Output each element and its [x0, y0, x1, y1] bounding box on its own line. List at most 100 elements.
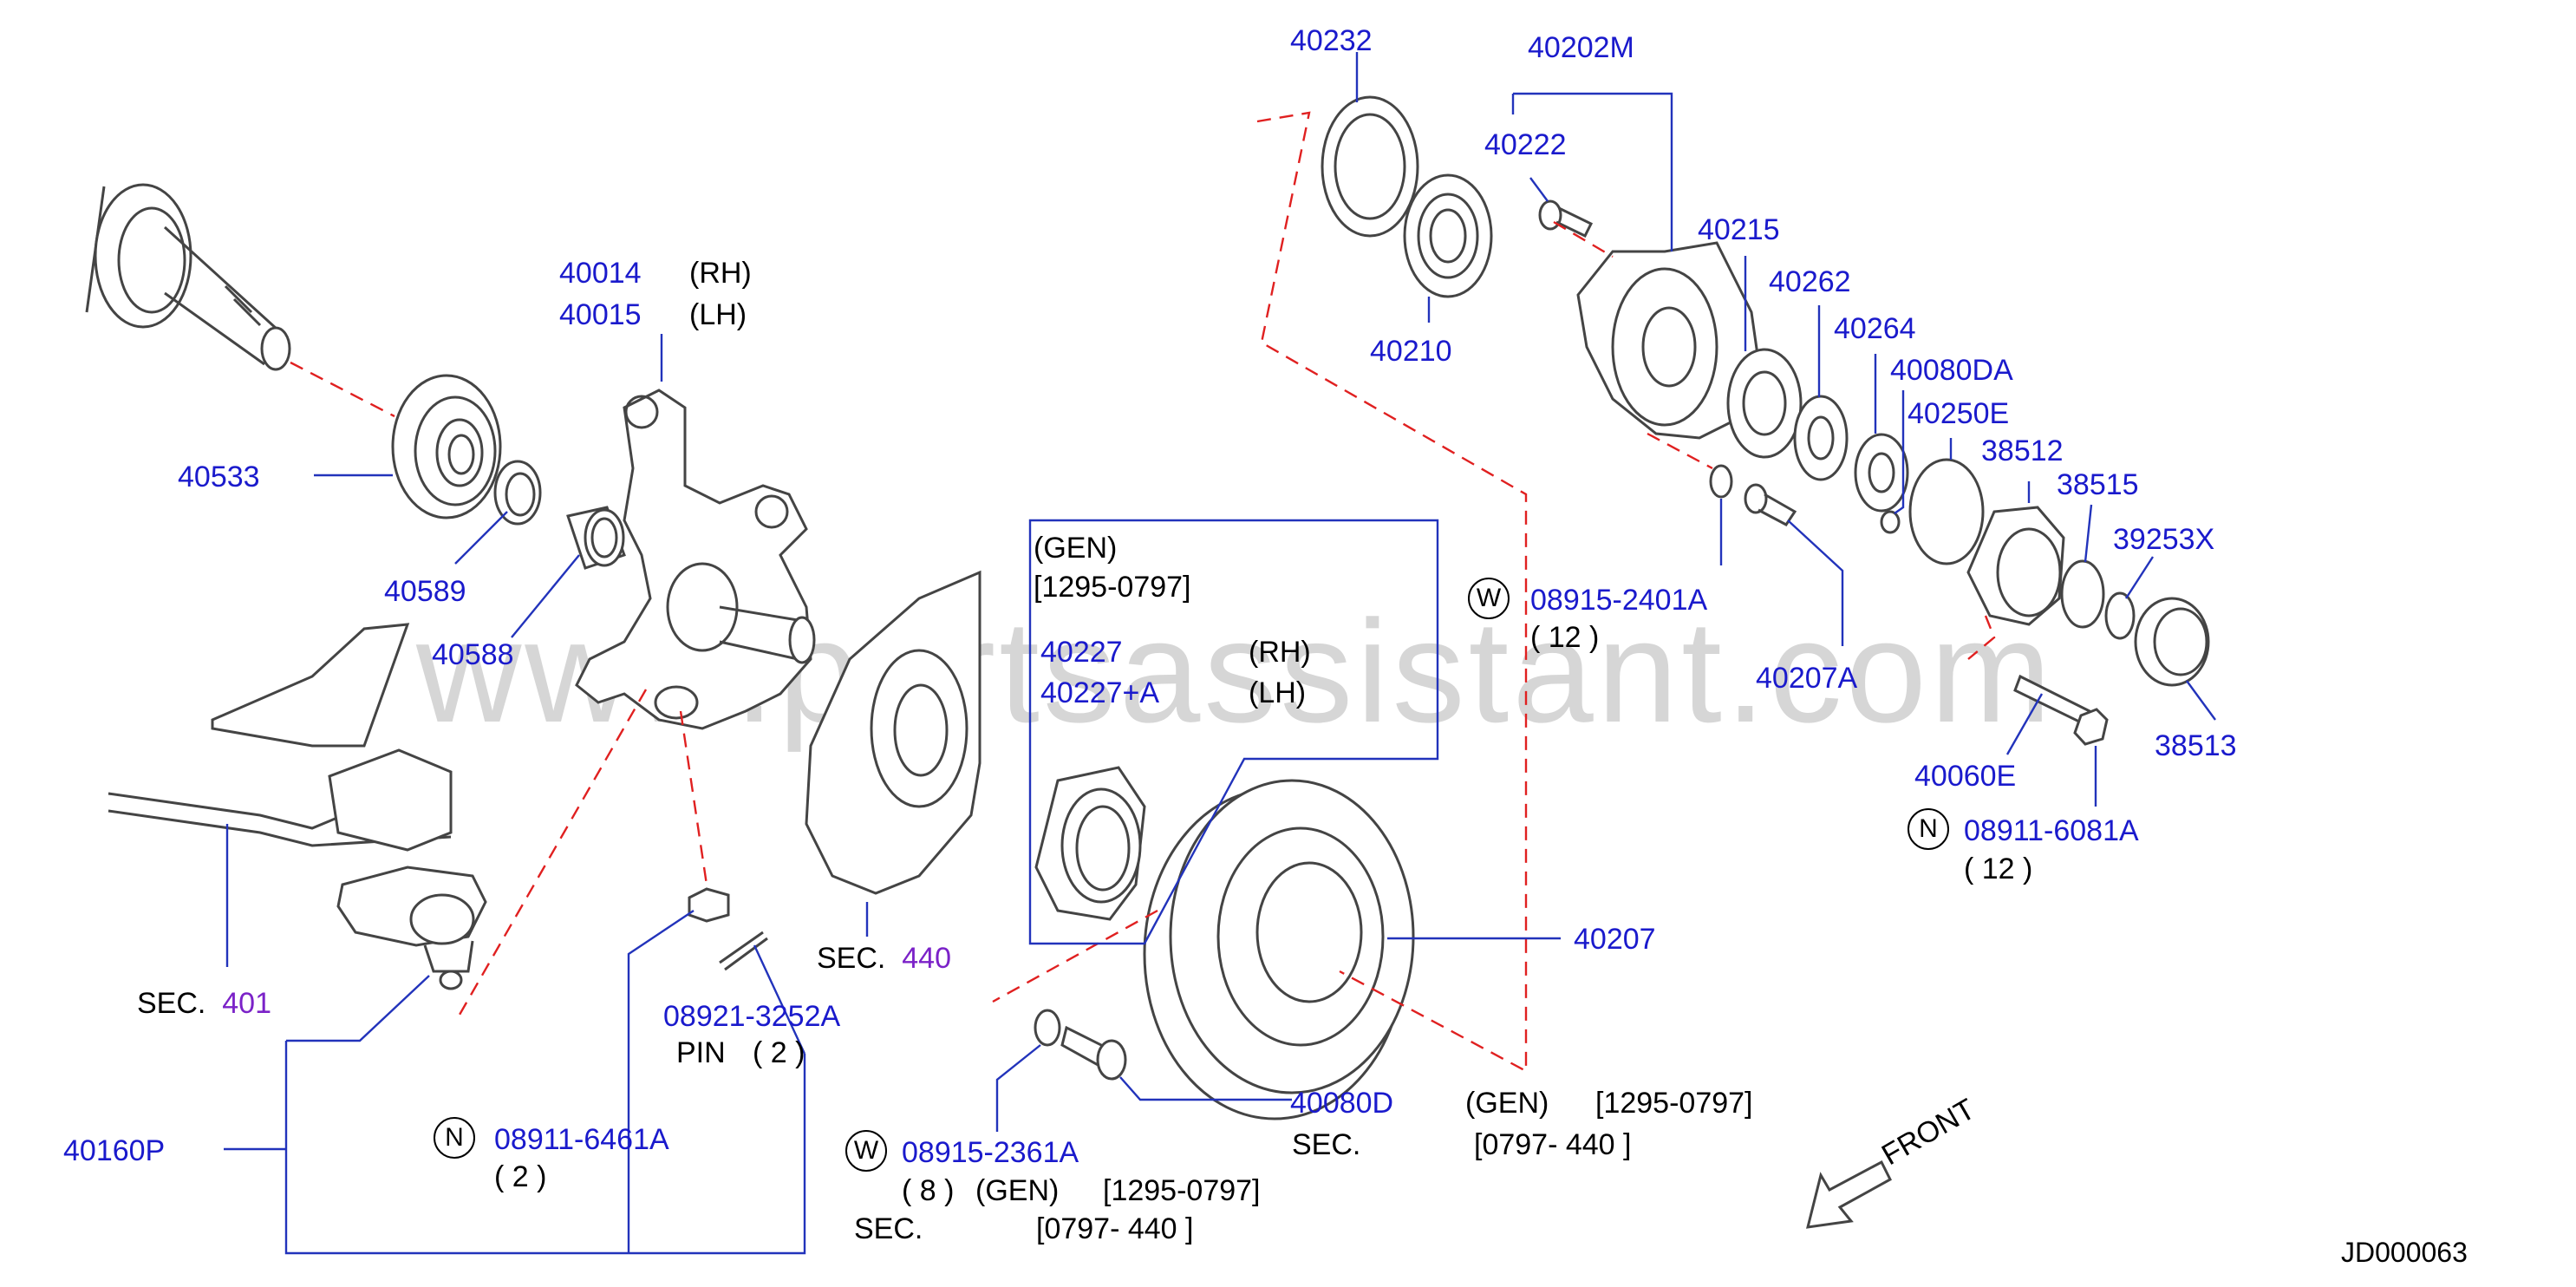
label-range-40080D: [1295-0797]	[1595, 1087, 1753, 1120]
seal-40589	[493, 460, 542, 526]
bearing-40215	[1726, 348, 1803, 459]
label-rh-40014: (RH)	[689, 257, 752, 290]
label-rh-40227: (RH)	[1249, 636, 1311, 669]
label-qty-6081A: ( 12 )	[1964, 853, 2033, 885]
nut-08911-6081A	[2073, 708, 2109, 746]
screw-40080DA	[1880, 510, 1901, 534]
label-gen: (GEN)	[1034, 532, 1118, 565]
dash-disc-washer	[992, 909, 1158, 1003]
hub-bolt-40222	[1538, 199, 1594, 238]
label-pin: PIN	[676, 1036, 726, 1069]
label-40250E: 40250E	[1908, 397, 2010, 430]
label-40533: 40533	[178, 461, 260, 493]
lock-washer-40264	[1854, 433, 1909, 513]
leader-38513	[2186, 680, 2216, 721]
label-08921-3252A: 08921-3252A	[663, 1000, 841, 1033]
dust-shield	[805, 570, 981, 895]
leader-40207A	[1787, 519, 1844, 646]
washer-symbol-2361A: W	[845, 1130, 887, 1172]
label-sec-40080D: SEC.	[1292, 1128, 1361, 1161]
label-08915-2401A: 08915-2401A	[1530, 584, 1708, 617]
nut-symbol-6081A: N	[1908, 808, 1949, 850]
stud-40060E	[2013, 674, 2091, 727]
leader-40080DA	[1894, 390, 1905, 514]
label-sec-401: SEC. 401	[137, 987, 271, 1020]
leader-40222	[1529, 177, 1549, 202]
gasket-40250E	[1908, 458, 1985, 565]
washer-40262	[1793, 395, 1849, 481]
o-ring-38515	[2060, 559, 2105, 629]
label-40080DA: 40080DA	[1890, 354, 2013, 387]
label-gen-40080D: (GEN)	[1465, 1087, 1549, 1120]
label-sec-2361A: SEC.	[854, 1212, 923, 1245]
washer-symbol-2401A: W	[1468, 578, 1510, 619]
leader-40080D	[1119, 1076, 1292, 1101]
label-range-box: [1295-0797]	[1034, 571, 1191, 604]
leader-2361A	[995, 1044, 1041, 1132]
diagram-code: JD000063	[2341, 1237, 2468, 1268]
label-40015: 40015	[559, 298, 642, 331]
dash-hub-washer	[1647, 432, 1713, 470]
label-sec-440: SEC. 440	[817, 942, 951, 975]
bearing-40533	[391, 374, 502, 519]
snap-ring-39253X	[2104, 591, 2136, 640]
label-40264: 40264	[1834, 312, 1916, 345]
label-40222: 40222	[1484, 128, 1567, 161]
bearing-40210	[1403, 173, 1493, 298]
leader-38515	[2084, 504, 2093, 563]
label-40014: 40014	[559, 257, 642, 290]
label-40215: 40215	[1698, 213, 1780, 246]
label-qty-2401A: ( 12 )	[1530, 621, 1600, 654]
dash-hub-bolt	[1553, 220, 1614, 258]
label-40160P: 40160P	[63, 1134, 166, 1167]
label-qty-2361A: ( 8 )	[902, 1174, 955, 1207]
label-40227A: 40227+A	[1040, 676, 1160, 709]
label-40202M: 40202M	[1528, 31, 1634, 64]
label-40080D: 40080D	[1290, 1087, 1394, 1120]
bolt-40207A	[1744, 483, 1797, 526]
label-08911-6081A: 08911-6081A	[1964, 814, 2139, 847]
label-range-2361A: [1295-0797]	[1103, 1174, 1261, 1207]
sec-440-ref[interactable]: 440	[902, 942, 951, 975]
sec-401-ref[interactable]: 401	[222, 987, 271, 1020]
dash-hub-group	[1256, 111, 1528, 1074]
label-39253X: 39253X	[2113, 523, 2215, 556]
label-40060E: 40060E	[1914, 760, 2017, 793]
box-40227	[1028, 519, 1439, 945]
washer-08915-2361A	[1034, 1009, 1061, 1047]
leader-39253X	[2124, 556, 2155, 599]
front-arrow-icon	[1806, 1160, 1892, 1229]
label-38515: 38515	[2057, 468, 2139, 501]
ball-joint	[336, 866, 487, 990]
leader-40589	[454, 511, 508, 565]
cap-38513	[2134, 597, 2210, 687]
label-qty-pin: ( 2 )	[753, 1036, 805, 1069]
bushing-40588	[566, 506, 626, 570]
label-40210: 40210	[1370, 335, 1452, 368]
label-40207A: 40207A	[1756, 662, 1858, 695]
bolt-40080D	[1060, 1025, 1127, 1081]
dash-knuckle-balljoint	[458, 689, 648, 1016]
steering-knuckle	[575, 389, 816, 730]
label-lh-40227: (LH)	[1249, 676, 1307, 709]
label-gen-2361A: (GEN)	[975, 1174, 1060, 1207]
label-40262: 40262	[1769, 265, 1851, 298]
label-qty-6461A: ( 2 )	[494, 1160, 547, 1193]
dash-knuckle-nut	[679, 710, 708, 885]
free-hub-38512	[1966, 506, 2065, 626]
label-40232: 40232	[1290, 24, 1373, 57]
label-38513: 38513	[2155, 729, 2237, 762]
bracket-40202M	[1513, 92, 1673, 252]
label-38512: 38512	[1981, 434, 2064, 467]
brake-disc	[1143, 779, 1415, 1120]
drive-shaft	[85, 183, 291, 371]
label-40588: 40588	[432, 638, 514, 671]
label-40589: 40589	[384, 575, 466, 608]
label-range2-40080D: [0797- 440 ]	[1474, 1128, 1632, 1161]
caliper-bracket	[1034, 766, 1146, 921]
castle-nut	[688, 887, 730, 923]
dash-shaft-bearing	[290, 361, 395, 418]
bracket-40160P	[224, 910, 806, 1255]
